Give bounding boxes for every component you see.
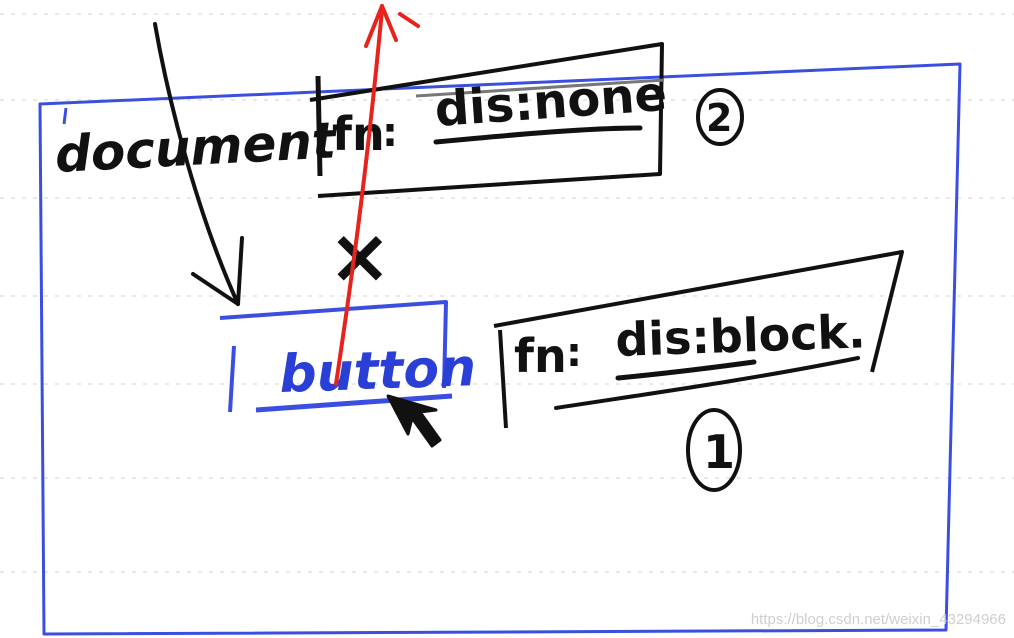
document-label: document — [54, 111, 340, 184]
button-box: button — [219, 300, 477, 413]
order-badge-1-text: 1 — [703, 425, 735, 479]
button-label: button — [278, 338, 477, 405]
bubble-arrow — [334, 4, 420, 386]
click-cursor-icon — [386, 394, 442, 448]
bottom-handler-prefix: fn — [514, 329, 567, 383]
order-badge-1: 1 — [686, 408, 742, 492]
watermark-text: https://blog.csdn.net/weixin_43294966 — [751, 611, 1006, 628]
bottom-handler-box: fn : dis:block. — [493, 250, 904, 429]
bottom-handler-text: dis:block. — [614, 304, 866, 367]
document-frame — [38, 62, 962, 636]
order-badge-2: 2 — [696, 88, 744, 146]
top-handler-prefix: fn — [332, 107, 385, 161]
bottom-handler-colon: : — [566, 330, 582, 376]
document-frame-tick — [62, 107, 68, 125]
capture-arrow — [153, 22, 244, 306]
top-handler-colon: : — [382, 110, 398, 156]
bottom-handler-underline — [615, 359, 757, 381]
top-handler-underline — [433, 125, 643, 145]
order-badge-2-text: 2 — [706, 96, 732, 140]
